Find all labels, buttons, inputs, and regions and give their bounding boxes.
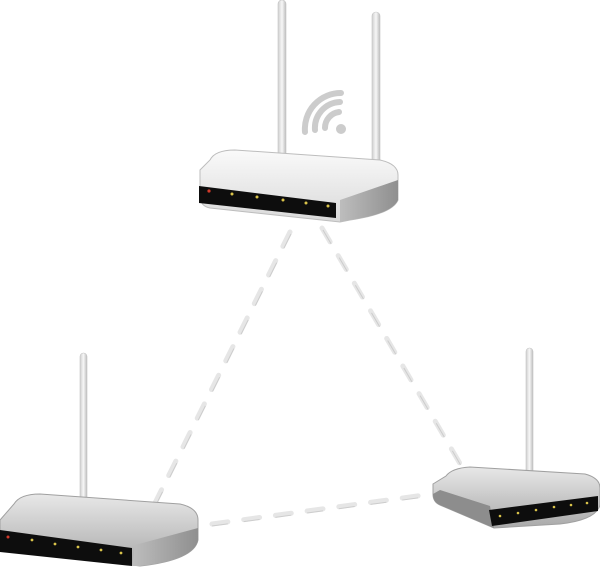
router-right	[432, 347, 600, 529]
status-leds	[6, 535, 123, 555]
status-leds	[207, 189, 330, 208]
link-top-left	[152, 229, 293, 506]
antenna-left	[277, 0, 287, 159]
antenna	[79, 352, 88, 504]
router-left	[0, 352, 199, 567]
wifi-signal-icon	[301, 89, 346, 135]
router-top	[199, 0, 399, 223]
antenna-right	[371, 11, 381, 168]
antenna	[525, 347, 534, 479]
front-panel	[489, 496, 598, 526]
link-left-right	[209, 491, 435, 527]
status-leds	[498, 501, 589, 518]
front-panel	[0, 530, 132, 566]
